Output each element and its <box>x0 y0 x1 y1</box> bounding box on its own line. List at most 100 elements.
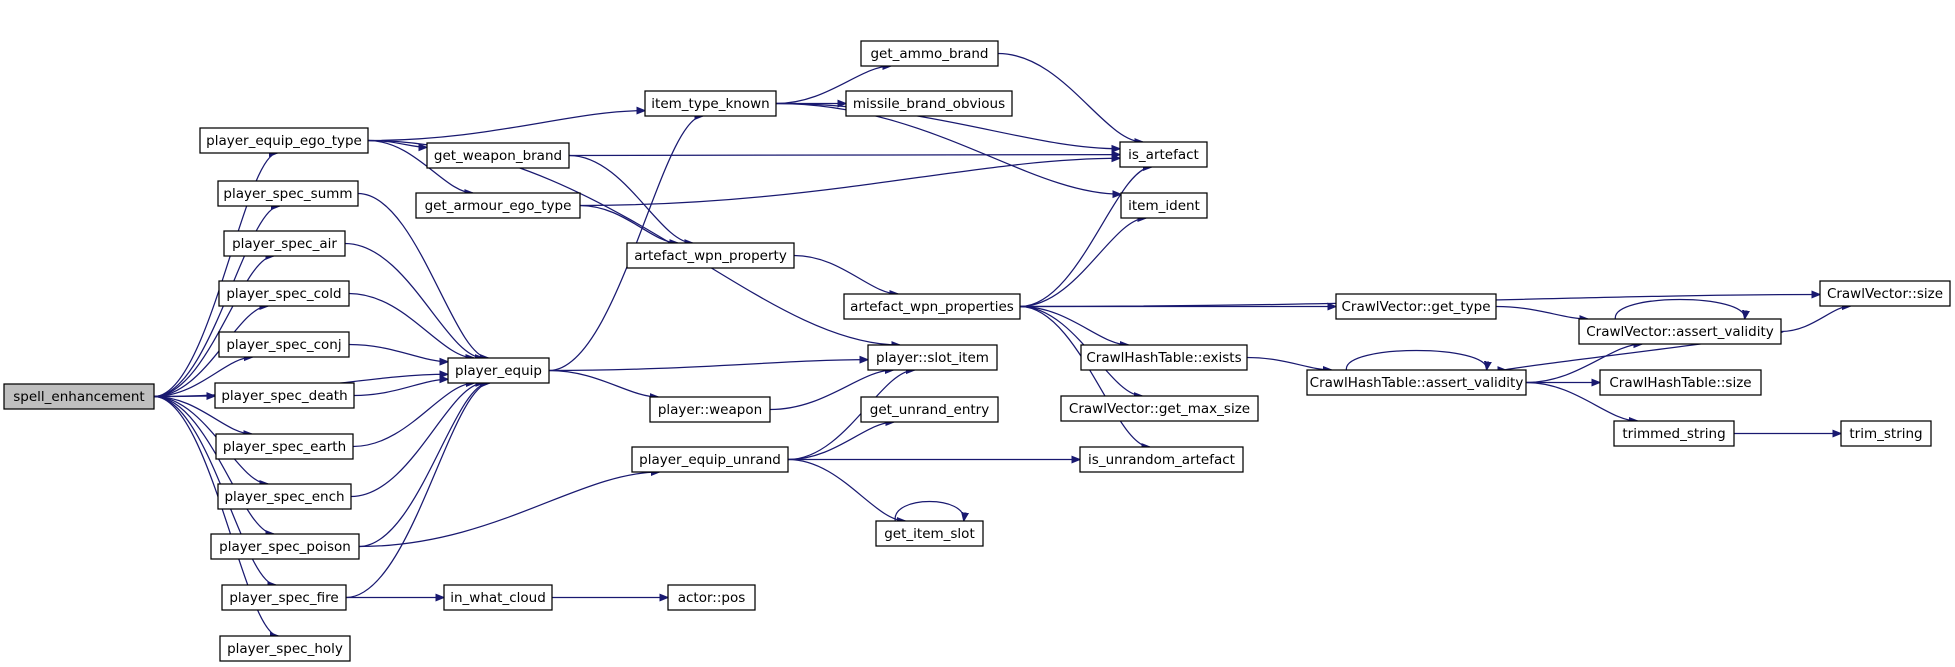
node-CrawlHashTable_assert_validity[interactable]: CrawlHashTable::assert_validity <box>1306 369 1527 396</box>
node-box[interactable] <box>626 242 795 269</box>
node-box[interactable] <box>1578 318 1782 345</box>
node-box[interactable] <box>1599 369 1762 396</box>
node-trimmed_string[interactable]: trimmed_string <box>1613 420 1735 447</box>
node-get_armour_ego_type[interactable]: get_armour_ego_type <box>415 192 581 219</box>
node-label: CrawlVector::get_max_size <box>1069 401 1250 417</box>
node-trim_string[interactable]: trim_string <box>1840 420 1932 447</box>
edge-path <box>548 360 868 372</box>
node-CrawlVector_get_type[interactable]: CrawlVector::get_type <box>1335 293 1497 320</box>
edge-path <box>1495 305 1588 320</box>
node-box[interactable] <box>860 40 999 67</box>
edge-player_spec_summ-to-player_equip <box>357 192 489 359</box>
node-artefact_wpn_property[interactable]: artefact_wpn_property <box>626 242 795 269</box>
edge-path <box>548 369 658 398</box>
node-box[interactable] <box>631 446 789 473</box>
node-box[interactable] <box>649 396 771 423</box>
node-in_what_cloud[interactable]: in_what_cloud <box>443 584 553 611</box>
edge-path <box>1780 306 1851 333</box>
node-get_item_slot[interactable]: get_item_slot <box>875 520 984 547</box>
node-player_spec_earth[interactable]: player_spec_earth <box>215 433 354 460</box>
node-player_spec_fire[interactable]: player_spec_fire <box>221 584 347 611</box>
edge-artefact_wpn_property-to-artefact_wpn_properties <box>793 254 898 295</box>
node-box[interactable] <box>447 357 550 384</box>
node-label: artefact_wpn_properties <box>850 299 1014 315</box>
node-label: item_ident <box>1128 198 1200 214</box>
node-box[interactable] <box>843 293 1021 320</box>
node-actor_pos[interactable]: actor::pos <box>667 584 756 611</box>
node-CrawlHashTable_size[interactable]: CrawlHashTable::size <box>1599 369 1762 396</box>
node-CrawlHashTable_exists[interactable]: CrawlHashTable::exists <box>1080 344 1248 371</box>
edge-path <box>357 192 489 359</box>
node-get_ammo_brand[interactable]: get_ammo_brand <box>860 40 999 67</box>
node-player_spec_ench[interactable]: player_spec_ench <box>217 483 352 510</box>
node-box[interactable] <box>1119 141 1208 168</box>
node-player_spec_air[interactable]: player_spec_air <box>223 230 346 257</box>
node-item_type_known[interactable]: item_type_known <box>644 90 777 117</box>
node-is_artefact[interactable]: is_artefact <box>1119 141 1208 168</box>
node-CrawlVector_size[interactable]: CrawlVector::size <box>1819 280 1951 307</box>
node-player_equip_unrand[interactable]: player_equip_unrand <box>631 446 789 473</box>
node-box[interactable] <box>1060 395 1259 422</box>
node-box[interactable] <box>867 344 998 371</box>
edge-path <box>1525 344 1642 384</box>
node-box[interactable] <box>860 396 999 423</box>
node-artefact_wpn_properties[interactable]: artefact_wpn_properties <box>843 293 1021 320</box>
node-label: trim_string <box>1849 426 1922 442</box>
node-box[interactable] <box>1335 293 1497 320</box>
node-spell_enhancement[interactable]: spell_enhancement <box>3 383 155 410</box>
node-box[interactable] <box>667 584 756 611</box>
node-player_spec_cold[interactable]: player_spec_cold <box>218 280 350 307</box>
node-box[interactable] <box>644 90 777 117</box>
edge-player_equip_unrand-to-get_unrand_entry <box>787 422 894 461</box>
node-box[interactable] <box>1840 420 1932 447</box>
node-box[interactable] <box>875 520 984 547</box>
node-box[interactable] <box>214 382 355 409</box>
node-box[interactable] <box>219 635 351 662</box>
node-item_ident[interactable]: item_ident <box>1120 192 1208 219</box>
node-label: item_type_known <box>651 96 769 112</box>
edge-path <box>997 52 1143 143</box>
node-box[interactable] <box>221 584 347 611</box>
node-missile_brand_obvious[interactable]: missile_brand_obvious <box>845 90 1013 117</box>
node-box[interactable] <box>223 230 346 257</box>
node-box[interactable] <box>215 433 354 460</box>
edge-path <box>350 383 484 498</box>
node-box[interactable] <box>1080 344 1248 371</box>
node-box[interactable] <box>3 383 155 410</box>
node-box[interactable] <box>217 180 359 207</box>
node-player_spec_conj[interactable]: player_spec_conj <box>218 331 350 358</box>
node-player_weapon[interactable]: player::weapon <box>649 396 771 423</box>
node-box[interactable] <box>218 331 350 358</box>
node-player_equip_ego_type[interactable]: player_equip_ego_type <box>199 127 369 154</box>
node-box[interactable] <box>217 483 352 510</box>
node-player_spec_death[interactable]: player_spec_death <box>214 382 355 409</box>
node-get_unrand_entry[interactable]: get_unrand_entry <box>860 396 999 423</box>
node-box[interactable] <box>1306 369 1527 396</box>
node-CrawlVector_assert_validity[interactable]: CrawlVector::assert_validity <box>1578 318 1782 345</box>
edge-path <box>894 500 964 522</box>
node-box[interactable] <box>1819 280 1951 307</box>
edge-layer <box>153 52 1851 637</box>
node-CrawlVector_get_max_size[interactable]: CrawlVector::get_max_size <box>1060 395 1259 422</box>
node-box[interactable] <box>1613 420 1735 447</box>
node-box[interactable] <box>415 192 581 219</box>
node-box[interactable] <box>218 280 350 307</box>
node-player_equip[interactable]: player_equip <box>447 357 550 384</box>
node-label: CrawlVector::get_type <box>1342 299 1491 315</box>
edge-get_armour_ego_type-to-is_artefact <box>579 158 1120 207</box>
node-player_slot_item[interactable]: player::slot_item <box>867 344 998 371</box>
node-box[interactable] <box>210 533 360 560</box>
node-box[interactable] <box>1120 192 1208 219</box>
node-box[interactable] <box>443 584 553 611</box>
node-player_spec_poison[interactable]: player_spec_poison <box>210 533 360 560</box>
node-player_spec_holy[interactable]: player_spec_holy <box>219 635 351 662</box>
node-player_spec_summ[interactable]: player_spec_summ <box>217 180 359 207</box>
node-label: player_spec_poison <box>219 539 351 555</box>
node-is_unrandom_artefact[interactable]: is_unrandom_artefact <box>1079 446 1244 473</box>
edge-path <box>1019 305 1129 346</box>
node-box[interactable] <box>199 127 369 154</box>
node-box[interactable] <box>1079 446 1244 473</box>
node-box[interactable] <box>426 142 570 169</box>
node-get_weapon_brand[interactable]: get_weapon_brand <box>426 142 570 169</box>
node-box[interactable] <box>845 90 1013 117</box>
